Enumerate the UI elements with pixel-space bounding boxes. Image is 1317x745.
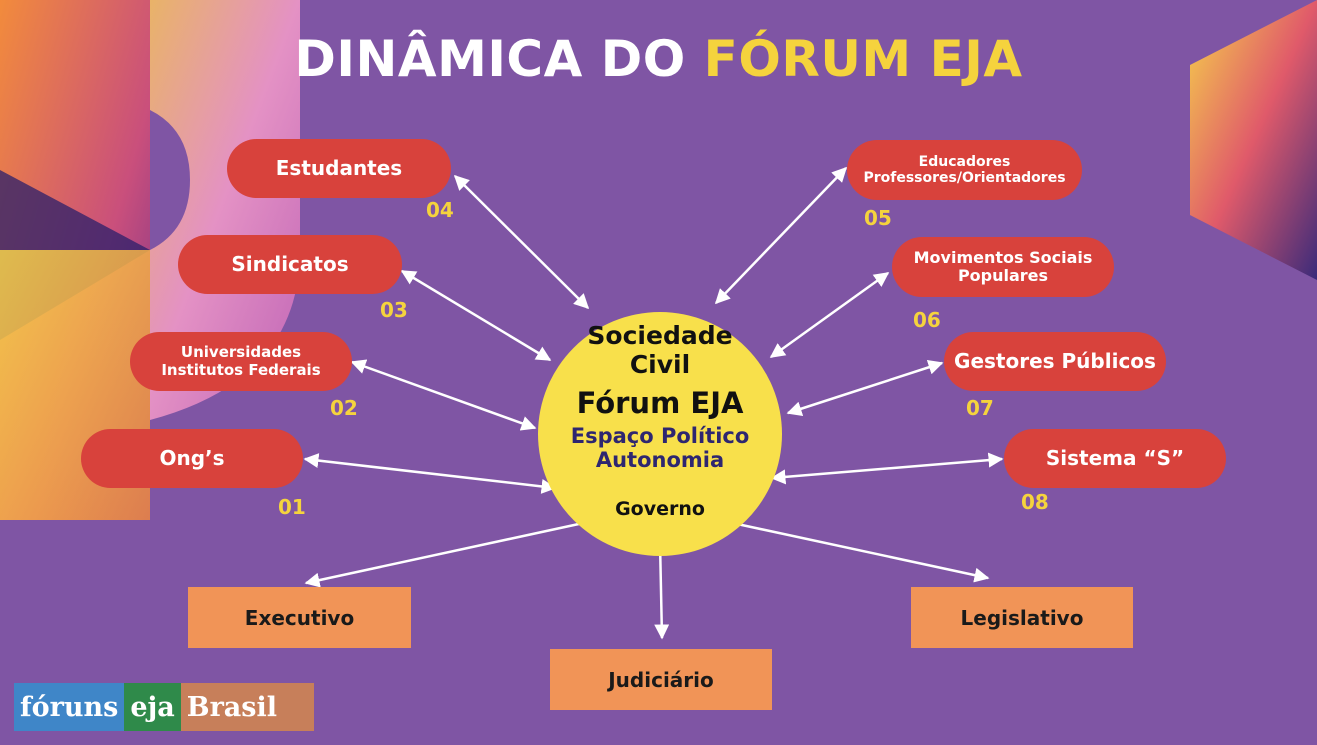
arrow-universidades [350,359,537,431]
arrow-educadores [714,166,848,305]
center-forum-eja: Fórum EJA [576,386,744,420]
center-line-5: Autonomia [595,448,725,473]
center-line-4: Espaço Político [570,424,750,448]
box-legislativo: Legislativo [911,587,1133,648]
node-movimentos: Movimentos Sociais Populares [892,237,1114,297]
arrow-sindicatos [400,269,552,362]
arrow-sistema-s [770,452,1004,485]
node-label: Sistema “S” [1045,446,1185,470]
node-universidades: Universidades Institutos Federais [130,332,352,391]
logo-word-3: Brasil [180,683,314,731]
center-circle: Sociedade Civil Fórum EJA Espaço Polític… [538,312,782,556]
node-label: Sindicatos [231,252,349,276]
node-label-line-2: Institutos Federais [161,360,321,379]
node-number: 08 [1021,490,1049,514]
node-label: Gestores Públicos [954,349,1156,373]
title-part-1: DINÂMICA DO [294,30,686,88]
center-governo: Governo [615,498,705,520]
title-part-2: FÓRUM EJA [703,30,1023,88]
node-label-line-1: Educadores [918,153,1011,170]
node-number: 06 [913,308,941,332]
node-ongs: Ong’s [81,429,303,488]
node-label: Ong’s [159,446,225,470]
center-line-1: Sociedade [587,321,733,350]
arrow-executivo [304,520,589,588]
arrow-judiciario [654,541,670,640]
arrow-movimentos [769,271,890,359]
node-label-line-2: Populares [957,266,1049,285]
node-sindicatos: Sindicatos [178,235,402,294]
node-number: 03 [380,298,408,322]
center-espaco: Espaço Político Autonomia [538,424,782,472]
node-number: 01 [278,495,306,519]
node-label: Estudantes [275,156,403,180]
box-judiciario: Judiciário [550,649,772,710]
node-estudantes: Estudantes [227,139,451,198]
forums-eja-brasil-logo: fóruns eja Brasil [14,683,314,731]
arrow-legislativo [727,520,990,583]
node-label-line-2: Professores/Orientadores [863,170,1066,186]
center-sociedade-civil: Sociedade Civil [538,321,782,380]
arrow-gestores [786,360,944,416]
node-number: 07 [966,396,994,420]
node-number: 02 [330,396,358,420]
center-line-2: Civil [629,349,691,379]
logo-word-2: eja [124,683,181,731]
node-educadores: Educadores Professores/Orientadores [847,140,1082,200]
node-sistema-s: Sistema “S” [1004,429,1226,488]
node-gestores: Gestores Públicos [944,332,1166,391]
logo-word-1: fóruns [14,683,125,731]
node-number: 04 [426,198,454,222]
node-label-line-1: Universidades [180,343,302,362]
diagram-title: DINÂMICA DO FÓRUM EJA [0,30,1317,88]
arrow-estudantes [453,174,590,310]
node-label-line-1: Movimentos Sociais [913,247,1093,267]
box-executivo: Executivo [188,587,411,648]
arrow-ongs [303,453,557,494]
node-number: 05 [864,206,892,230]
